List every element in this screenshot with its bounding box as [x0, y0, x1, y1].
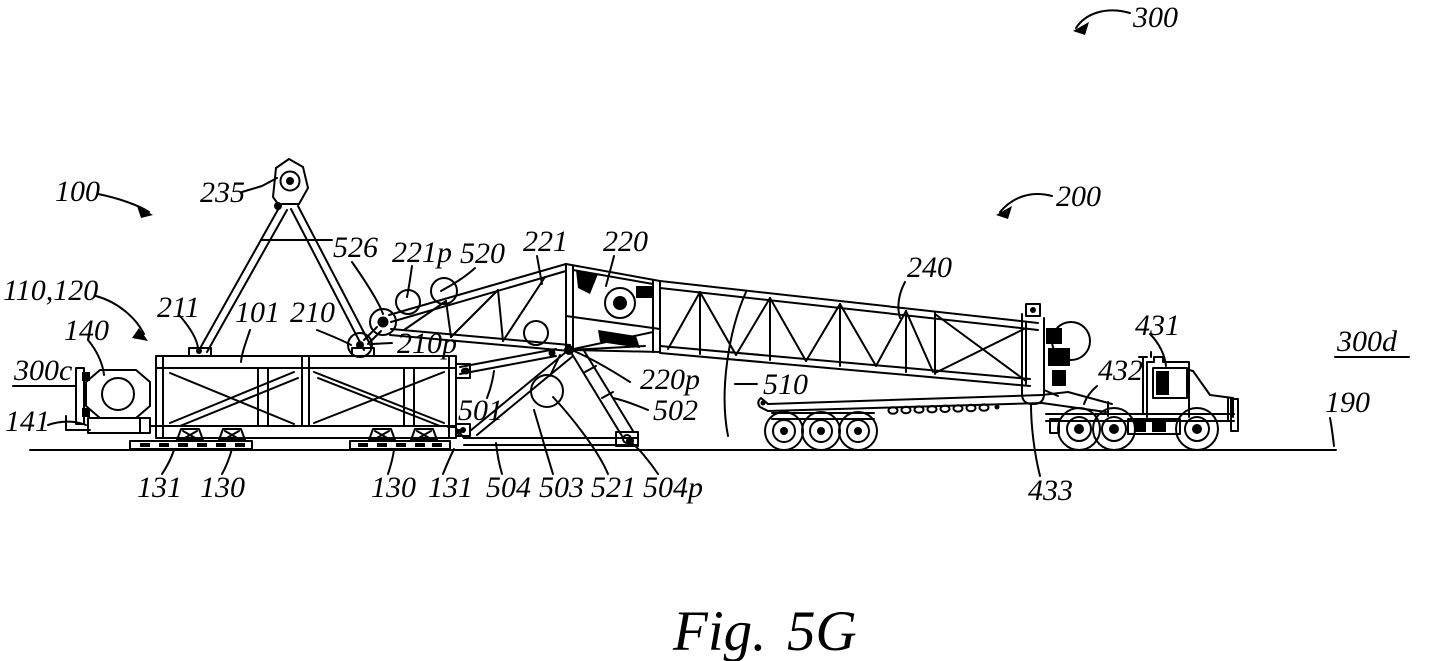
label-300d: 300d [1336, 325, 1398, 358]
label-221: 221 [523, 225, 568, 258]
label-521: 521 [591, 471, 636, 504]
label-200: 200 [1056, 180, 1101, 213]
substructure [129, 355, 471, 450]
label-526: 526 [333, 231, 378, 264]
leader-504p [632, 443, 659, 475]
leader-433 [1030, 403, 1041, 477]
label-431: 431 [1135, 309, 1180, 342]
label-520: 520 [460, 237, 505, 270]
label-235: 235 [200, 176, 245, 209]
leader-220p [573, 350, 631, 383]
figure-caption: Fig. 5G [672, 600, 857, 661]
leader-221p [406, 265, 413, 298]
leader-130-left [221, 448, 233, 475]
leader-432 [1083, 385, 1098, 405]
a-frame-gin-pole [188, 158, 382, 357]
label-210: 210 [290, 296, 335, 329]
label-504p: 504p [643, 471, 703, 504]
leader-504 [495, 442, 503, 475]
leader-110-120 [95, 295, 145, 335]
leader-235 [241, 177, 278, 193]
truck-tractor [1045, 351, 1239, 451]
label-300: 300 [1132, 1, 1178, 34]
leader-141 [47, 420, 87, 426]
motion-arc [723, 291, 747, 437]
arrowhead-300 [1073, 22, 1089, 35]
leader-502 [612, 397, 649, 411]
label-130-left: 130 [200, 471, 245, 504]
label-510: 510 [763, 368, 808, 401]
leader-100 [97, 193, 150, 213]
leader-520 [440, 267, 476, 292]
leader-131-right [442, 448, 455, 475]
arrowhead-110-120 [132, 328, 148, 341]
label-140: 140 [64, 314, 109, 347]
leader-200 [999, 193, 1053, 213]
leader-431 [1149, 333, 1167, 367]
leader-503 [533, 409, 554, 475]
arrowhead-200 [996, 206, 1012, 219]
leader-101 [240, 329, 251, 363]
label-300c: 300c [13, 354, 72, 387]
leader-521 [552, 396, 609, 475]
leader-lines [12, 9, 1410, 477]
label-504: 504 [486, 471, 531, 504]
label-130-right: 130 [371, 471, 416, 504]
transport-trailer [757, 391, 1113, 451]
leader-501 [486, 370, 495, 399]
label-141: 141 [5, 405, 50, 438]
label-131-left: 131 [137, 471, 182, 504]
leader-131-left [161, 449, 175, 475]
label-433: 433 [1028, 474, 1073, 507]
caption-number: 5G [787, 600, 857, 661]
reference-labels: 300 100 235 200 526 221p 520 221 220 240… [3, 1, 1398, 507]
label-101: 101 [235, 296, 280, 329]
label-432: 432 [1098, 354, 1143, 387]
leader-190 [1329, 417, 1335, 447]
mast-boom [347, 263, 1091, 405]
leader-210 [316, 329, 352, 346]
leader-221 [536, 255, 543, 285]
label-211: 211 [157, 291, 200, 324]
raising-stand [447, 320, 639, 447]
label-503: 503 [539, 471, 584, 504]
label-501: 501 [458, 394, 503, 427]
label-221p: 221p [392, 236, 452, 269]
label-190: 190 [1325, 386, 1370, 419]
label-131-right: 131 [428, 471, 473, 504]
label-220p: 220p [640, 363, 700, 396]
leader-210p [371, 342, 393, 345]
label-220: 220 [603, 225, 648, 258]
leader-300 [1075, 9, 1131, 29]
label-502: 502 [653, 394, 698, 427]
arrowhead-100 [137, 206, 153, 218]
label-110-120: 110,120 [3, 274, 98, 307]
leader-220 [605, 255, 615, 287]
winch-unit [65, 367, 161, 434]
caption-fig: Fig. [672, 600, 766, 661]
leader-211 [179, 315, 199, 349]
leader-140 [87, 339, 105, 376]
label-100: 100 [55, 175, 100, 208]
leader-526 [351, 261, 384, 315]
leader-130-right [387, 449, 395, 475]
label-210p: 210p [397, 327, 457, 360]
label-240: 240 [907, 251, 952, 284]
leader-240 [897, 281, 906, 319]
